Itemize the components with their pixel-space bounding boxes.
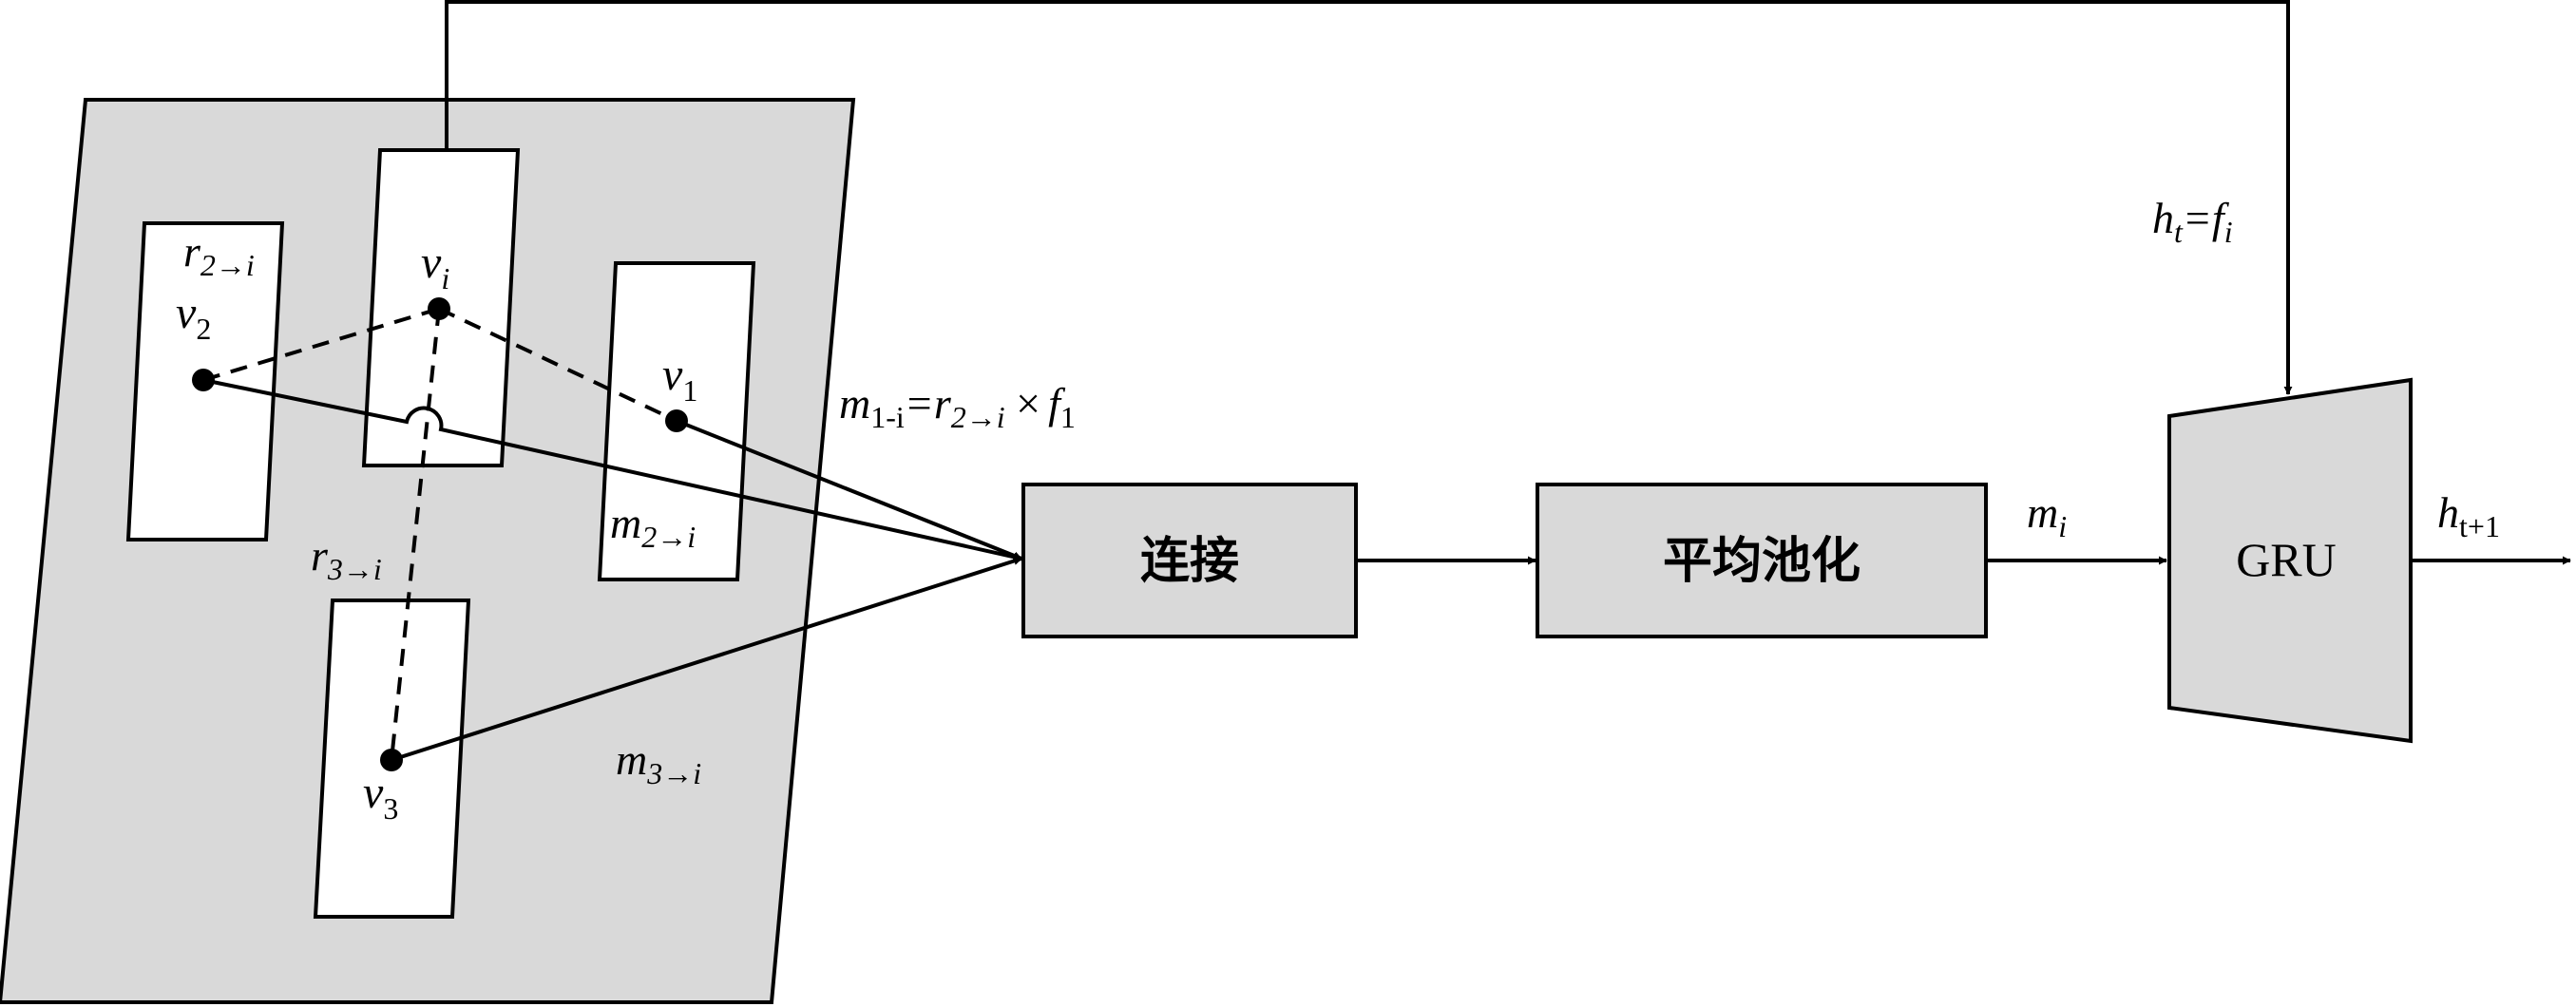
relation-edge-vi-v3: [390, 308, 441, 761]
label-ht1: ht+1: [2437, 488, 2500, 543]
avgpool-label: 平均池化: [1663, 533, 1860, 590]
label-v2: v2: [176, 288, 211, 346]
concat-label: 连接: [1140, 533, 1239, 590]
node-v3-dot: [380, 749, 403, 771]
feedback-line: [445, 0, 2293, 395]
relation-edge-vi-v1: [438, 307, 677, 423]
label-v3: v3: [363, 768, 398, 826]
label-m2i: m2→i: [610, 499, 696, 554]
relation-edge-v2-vi: [202, 307, 440, 382]
concat-box: [1021, 483, 1358, 638]
label-m1i-formula: m1-i=r2→i ×f1: [839, 379, 1076, 434]
gru-block: [2167, 377, 2413, 744]
label-mi: mi: [2027, 488, 2067, 543]
node-v1-dot: [665, 409, 688, 432]
label-r3i: r3→i: [311, 531, 382, 586]
label-v1: v1: [662, 350, 697, 408]
label-r2i: r2→i: [183, 227, 255, 282]
label-vi: vi: [421, 238, 449, 295]
avgpool-box: [1536, 483, 1988, 638]
node-v2-dot: [192, 369, 215, 391]
message-line-v2: [202, 378, 1022, 561]
node-vi-dot: [428, 297, 450, 320]
label-ht-eq-fi: ht=fi: [2152, 194, 2233, 249]
message-line-v1: [676, 419, 1022, 560]
gru-label: GRU: [2236, 533, 2337, 586]
message-line-v3: [391, 557, 1022, 762]
label-m3i: m3→i: [616, 735, 701, 790]
